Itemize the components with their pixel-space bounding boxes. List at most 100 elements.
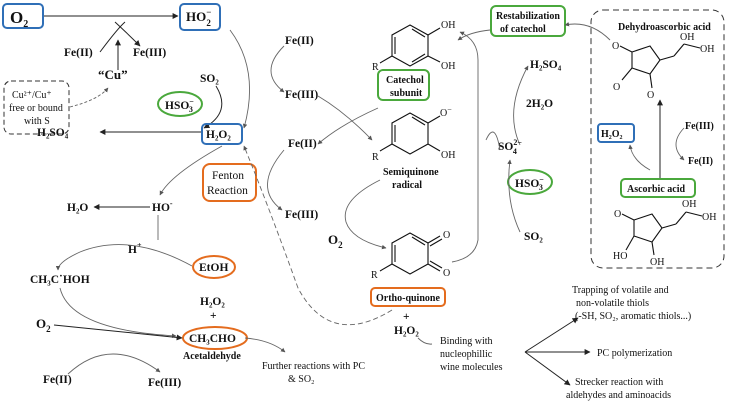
ho-minus-label: HO- (152, 199, 173, 214)
cu-label: “Cu” (98, 67, 128, 82)
arrow-so2-so4 (507, 159, 521, 233)
arrow-fe2-fe3-mid (270, 45, 285, 93)
catechol-line2: subunit (390, 88, 423, 99)
binding-line1: Binding with (440, 336, 493, 347)
line-quinone-binding (417, 337, 433, 345)
ortho-quinone-box (370, 287, 446, 307)
arrow-fe2-cycle (99, 21, 126, 53)
catechol-r: R (372, 62, 379, 73)
dha-o-3: O (647, 90, 654, 101)
o2-top-label: O2 (10, 8, 28, 30)
o2-low-label: O2 (36, 316, 51, 334)
semiquinone-o-minus: O− (440, 105, 452, 119)
semiquinone-oh: OH (441, 150, 455, 161)
cu-box (3, 80, 70, 135)
arrow-quinone-restab (451, 31, 479, 263)
arrow-semiquinone-quinone (344, 179, 387, 250)
h2so4-right: H₂SO₄ (530, 59, 562, 71)
quinone-r: R (371, 270, 378, 281)
trap-line2: non-volatile thiols (576, 298, 649, 309)
etoh-label: EtOH (199, 262, 228, 274)
fe2-top-left: Fe(II) (64, 47, 93, 59)
ascorbic-structure (621, 211, 703, 256)
catechol-oh-2: OH (441, 61, 455, 72)
arrow-fe-right (675, 127, 685, 161)
h2o2-left: H₂O₂ (206, 129, 231, 141)
fe2-low: Fe(II) (43, 374, 72, 386)
etoh-oval (192, 255, 236, 279)
restab-line2: of catechol (500, 24, 546, 35)
hso3-left-label: HSO−3 (165, 97, 194, 114)
dashed-arrow-quinone-h2o2 (243, 145, 393, 326)
acetaldehyde-label: Acetaldehyde (183, 351, 241, 362)
arrow-dha-restab (564, 22, 611, 41)
dha-oh-1: OH (680, 32, 694, 43)
arrow-ho2-h2o2 (229, 29, 251, 129)
h2o2-box-right (597, 123, 635, 143)
hso3-right-oval (507, 169, 553, 195)
dha-o-2: O (613, 82, 620, 93)
trap-line1: Trapping of volatile and (572, 285, 669, 296)
fe3-low: Fe(III) (148, 377, 181, 389)
arrow-fe2-fe3-low (267, 149, 285, 211)
arrow-fe3-semiquinone (317, 95, 373, 141)
quinone-o-1: O (443, 230, 450, 241)
catechol-oh-1: OH (441, 20, 455, 31)
poly-label: PC polymerization (597, 348, 672, 359)
fe3-mid-low: Fe(III) (285, 209, 318, 221)
ch3choh-label: CH₃C˙HOH (30, 274, 90, 286)
ascorbic-o: O (614, 209, 621, 220)
ascorbic-oh-1: OH (650, 257, 664, 268)
catechol-line1: Catechol (386, 75, 424, 86)
ascorbic-label: Ascorbic acid (627, 184, 685, 195)
plus-mid: + (403, 311, 410, 323)
cu-box-line3: with S (24, 116, 50, 127)
fe3-top-left: Fe(III) (133, 47, 166, 59)
ho2-label: HO−2 (186, 7, 211, 28)
binding-line2: nucleophillic (440, 349, 493, 360)
semiquinone-line1: Semiquinone (383, 167, 439, 178)
dha-structure (619, 43, 701, 89)
arrow-cu-dashed (69, 87, 109, 108)
arrow-etoh-radical (55, 244, 193, 271)
plus-low: + (210, 310, 217, 322)
strecker-line2: aldehydes and aminoacids (566, 390, 671, 401)
fenton-line1: Fenton (212, 170, 244, 182)
ch3cho-label: CH₃CHO (189, 333, 236, 345)
h2o2-mid: H₂O₂ (394, 325, 419, 337)
ascorbic-box (590, 9, 725, 269)
fenton-box (202, 163, 257, 202)
dha-title: Dehydroascorbic acid (618, 22, 711, 33)
h2o-label: H₂O (67, 202, 88, 214)
arrow-h2o2-ho (159, 145, 223, 196)
so4-label: SO2−4 (498, 138, 522, 156)
fe2-mid-top: Fe(II) (285, 35, 314, 47)
arrow-to-fe2-mid (317, 107, 379, 145)
o2-mid-label: O2 (328, 232, 343, 250)
fe3-mid: Fe(III) (285, 89, 318, 101)
ortho-quinone-label: Ortho-quinone (376, 293, 440, 304)
h-plus-label: H+ (128, 241, 142, 256)
ascorbic-oh-3: OH (702, 212, 716, 223)
arrow-so2-h2so4 (203, 85, 223, 129)
semiquinone-line2: radical (392, 180, 422, 191)
h2o2-right: H₂O₂ (601, 129, 623, 140)
arrow-trap (524, 317, 579, 353)
restab-line1: Restabilization (496, 11, 560, 22)
further-line1: Further reactions with PC (262, 361, 365, 372)
quinone-structure (379, 232, 443, 275)
catechol-box (377, 69, 430, 101)
hso3-right-label: HSO−3 (515, 175, 544, 192)
arrow-radical-acetaldehyde (59, 287, 177, 339)
arrow-strecker (524, 351, 571, 386)
so2-left: SO₂ (200, 73, 219, 85)
fe3-right: Fe(III) (685, 121, 714, 132)
arrow-to-fe3 (114, 21, 141, 47)
so2-right: SO₂ (524, 231, 543, 243)
h2so4-left: H₂SO₄ (37, 127, 69, 139)
h2o2-low: H₂O₂ (200, 296, 225, 308)
arrow-o2-acetaldehyde (53, 324, 183, 341)
cu-box-line1: Cu²⁺/Cu⁺ (12, 90, 52, 101)
fe2-mid: Fe(II) (288, 138, 317, 150)
ascorbic-ho: HO (613, 251, 627, 262)
